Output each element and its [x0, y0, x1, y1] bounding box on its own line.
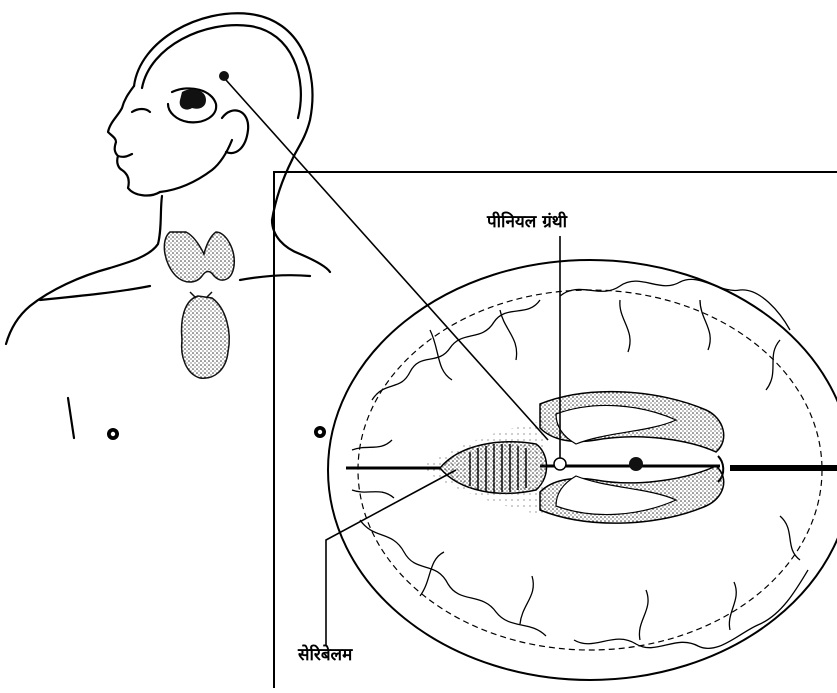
torso-left — [68, 398, 74, 438]
brain-section — [328, 260, 837, 680]
jaw — [160, 140, 232, 192]
nipples — [107, 426, 326, 440]
pineal-gland-label: पीनियल ग्रंथी — [487, 214, 567, 231]
cerebellum-label: सेरिबेलम — [298, 647, 352, 664]
eye — [132, 109, 150, 112]
head-glands — [180, 71, 229, 110]
mouth — [118, 154, 132, 157]
head-outline — [134, 13, 313, 160]
neck-back — [272, 160, 330, 272]
hypothalamus-blob — [180, 89, 206, 109]
neck-glands — [164, 232, 234, 378]
pineal-dot — [219, 71, 229, 81]
thymus-gland — [182, 296, 230, 378]
neck-front — [6, 196, 162, 344]
human-figure — [6, 13, 330, 438]
brain-pineal — [629, 457, 643, 471]
ear — [222, 110, 248, 153]
face-profile — [108, 86, 160, 195]
brain-outline — [142, 25, 301, 118]
thyroid-gland — [164, 232, 234, 282]
